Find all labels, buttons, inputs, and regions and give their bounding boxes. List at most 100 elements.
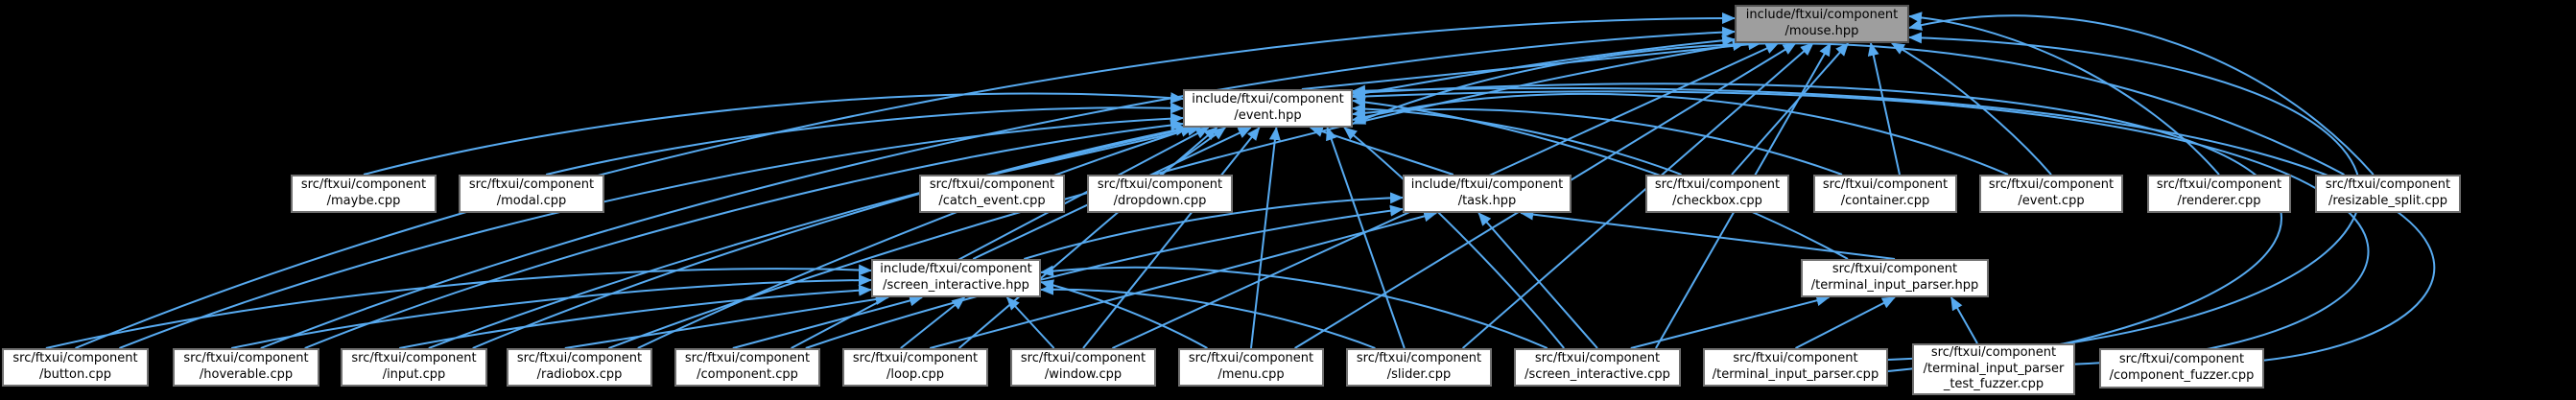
graph-node-label: src/ftxui/component /screen_interactive.… xyxy=(1524,351,1670,382)
include-edge xyxy=(1352,96,1849,260)
graph-node-window-cpp[interactable]: src/ftxui/component /window.cpp xyxy=(1010,348,1156,387)
graph-node-loop-cpp[interactable]: src/ftxui/component /loop.cpp xyxy=(842,348,988,387)
include-edge xyxy=(1024,192,1404,260)
include-edge xyxy=(1731,42,1850,176)
graph-node-label: src/ftxui/component /resizable_split.cpp xyxy=(2325,177,2451,208)
include-edge xyxy=(472,124,1190,349)
include-edge xyxy=(805,204,1404,349)
include-edge xyxy=(791,127,1210,349)
include-edge xyxy=(1477,212,1598,349)
include-edge xyxy=(1040,279,1208,349)
graph-node-label: src/ftxui/component /input.cpp xyxy=(351,351,477,382)
include-edge xyxy=(957,127,1218,349)
include-edge xyxy=(1352,106,1843,176)
graph-node-label: include/ftxui/component /event.hpp xyxy=(1192,92,1344,123)
include-edge xyxy=(1352,42,2345,176)
graph-node-label: src/ftxui/component /slider.cpp xyxy=(1356,351,1482,382)
graph-node-label: src/ftxui/component /terminal_input_pars… xyxy=(1712,351,1879,382)
graph-node-container-cpp[interactable]: src/ftxui/component /container.cpp xyxy=(1813,175,1957,213)
graph-node-label: include/ftxui/component /task.hpp xyxy=(1410,177,1564,208)
include-edge xyxy=(1250,127,1281,349)
include-edge xyxy=(75,12,1736,349)
graph-node-catch-event-cpp[interactable]: src/ftxui/component /catch_event.cpp xyxy=(919,175,1065,213)
graph-node-label: src/ftxui/component /component.cpp xyxy=(684,351,811,382)
include-edge xyxy=(304,119,1184,349)
graph-node-slider-cpp[interactable]: src/ftxui/component /slider.cpp xyxy=(1346,348,1492,387)
graph-node-label: src/ftxui/component /event.cpp xyxy=(1988,177,2115,208)
graph-node-input-cpp[interactable]: src/ftxui/component /input.cpp xyxy=(341,348,487,387)
graph-node-label: src/ftxui/component /modal.cpp xyxy=(468,177,595,208)
include-edge xyxy=(1352,92,2009,176)
graph-node-menu-cpp[interactable]: src/ftxui/component /menu.cpp xyxy=(1178,348,1324,387)
graph-node-label: include/ftxui/component /mouse.hpp xyxy=(1745,8,1899,38)
graph-node-renderer-cpp[interactable]: src/ftxui/component /renderer.cpp xyxy=(2147,175,2291,213)
include-edge xyxy=(1040,283,1376,349)
graph-node-component-fuzzer-cpp[interactable]: src/ftxui/component /component_fuzzer.cp… xyxy=(2099,348,2264,388)
include-edge xyxy=(119,112,1184,349)
graph-node-dropdown-cpp[interactable]: src/ftxui/component /dropdown.cpp xyxy=(1087,175,1233,213)
include-edge xyxy=(1040,265,1548,349)
include-edge xyxy=(45,264,872,349)
graph-node-task-hpp[interactable]: include/ftxui/component /task.hpp xyxy=(1403,175,1572,213)
graph-node-label: src/ftxui/component /menu.cpp xyxy=(1188,351,1314,382)
graph-node-button-cpp[interactable]: src/ftxui/component /button.cpp xyxy=(2,348,149,387)
graph-node-screen-interactive-cpp[interactable]: src/ftxui/component /screen_interactive.… xyxy=(1514,348,1681,387)
include-edge xyxy=(399,284,872,349)
include-edge xyxy=(1326,127,1406,349)
include-edges xyxy=(45,12,2436,372)
graph-node-hoverable-cpp[interactable]: src/ftxui/component /hoverable.cpp xyxy=(173,348,319,387)
graph-node-event-cpp[interactable]: src/ftxui/component /event.cpp xyxy=(1979,175,2123,213)
graph-node-resizable-split-cpp[interactable]: src/ftxui/component /resizable_split.cpp xyxy=(2315,175,2461,213)
graph-node-label: src/ftxui/component /button.cpp xyxy=(12,351,138,382)
include-edge xyxy=(1352,103,1682,176)
include-edge xyxy=(1461,42,1814,349)
include-edge xyxy=(1630,294,1831,349)
graph-node-label: src/ftxui/component /maybe.cpp xyxy=(300,177,427,208)
graph-node-terminal-input-parser-cpp[interactable]: src/ftxui/component /terminal_input_pars… xyxy=(1703,348,1888,387)
graph-node-label: src/ftxui/component /renderer.cpp xyxy=(2156,177,2282,208)
include-edge xyxy=(929,210,1438,349)
graph-node-modal-cpp[interactable]: src/ftxui/component /modal.cpp xyxy=(459,175,604,213)
include-edge xyxy=(564,294,889,349)
include-edge xyxy=(1352,90,2370,365)
graph-node-terminal-input-parser-hpp[interactable]: src/ftxui/component /terminal_input_pars… xyxy=(1801,259,1989,297)
include-edge xyxy=(1301,38,1762,90)
include-edge xyxy=(545,102,1184,176)
include-edge xyxy=(900,296,966,349)
graph-node-label: src/ftxui/component /component_fuzzer.cp… xyxy=(2109,352,2255,383)
graph-node-event-hpp[interactable]: include/ftxui/component /event.hpp xyxy=(1183,89,1353,128)
include-edge xyxy=(732,294,924,349)
include-edge xyxy=(428,35,1736,349)
include-edge xyxy=(1343,127,1565,349)
graph-node-label: src/ftxui/component /container.cpp xyxy=(1822,177,1949,208)
include-edge xyxy=(1005,296,1055,349)
graph-node-label: src/ftxui/component /loop.cpp xyxy=(852,351,979,382)
graph-node-label: src/ftxui/component /checkbox.cpp xyxy=(1654,177,1781,208)
graph-node-label: src/ftxui/component /dropdown.cpp xyxy=(1097,177,1223,208)
include-edge xyxy=(608,39,1746,349)
graph-node-radiobox-cpp[interactable]: src/ftxui/component /radiobox.cpp xyxy=(507,348,652,387)
include-edge xyxy=(1867,42,1901,176)
graph-node-label: src/ftxui/component /terminal_input_pars… xyxy=(1923,345,2065,392)
include-edge xyxy=(1309,126,1454,176)
include-edge xyxy=(1908,14,2375,176)
include-edge xyxy=(1082,127,1261,349)
graph-node-label: src/ftxui/component /hoverable.cpp xyxy=(183,351,309,382)
graph-node-checkbox-cpp[interactable]: src/ftxui/component /checkbox.cpp xyxy=(1645,175,1789,213)
graph-node-maybe-cpp[interactable]: src/ftxui/component /maybe.cpp xyxy=(291,175,437,213)
include-edge xyxy=(1890,42,2052,176)
graph-node-label: src/ftxui/component /radiobox.cpp xyxy=(516,351,643,382)
include-edge xyxy=(1520,208,1896,260)
include-edge xyxy=(1950,296,1978,344)
graph-node-label: include/ftxui/component /screen_interact… xyxy=(880,262,1032,293)
graph-node-component-cpp[interactable]: src/ftxui/component /component.cpp xyxy=(674,348,820,387)
graph-node-label: src/ftxui/component /terminal_input_pars… xyxy=(1810,262,1979,293)
include-edge xyxy=(230,274,872,349)
graph-node-screen-interactive-hpp[interactable]: include/ftxui/component /screen_interact… xyxy=(871,259,1041,297)
include-edge xyxy=(1795,296,1896,349)
include-edge xyxy=(637,126,1194,349)
graph-node-mouse-hpp[interactable]: include/ftxui/component /mouse.hpp xyxy=(1735,5,1909,43)
graph-node-terminal-input-parser-test-fuzzer-cpp[interactable]: src/ftxui/component /terminal_input_pars… xyxy=(1912,343,2075,395)
